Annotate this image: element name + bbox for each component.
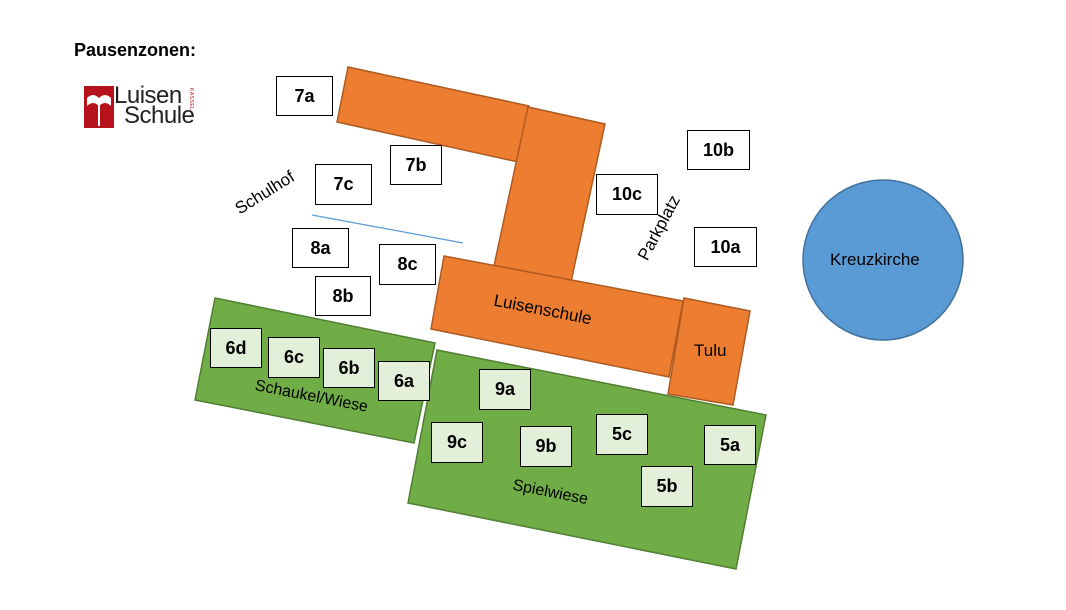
label-tulu: Tulu xyxy=(694,341,727,360)
class-box-10c: 10c xyxy=(596,174,658,215)
class-box-5b: 5b xyxy=(641,466,693,507)
class-box-6c: 6c xyxy=(268,337,320,378)
class-box-7c: 7c xyxy=(315,164,372,205)
class-box-9c: 9c xyxy=(431,422,483,463)
class-box-10b: 10b xyxy=(687,130,750,170)
class-box-9a: 9a xyxy=(479,369,531,410)
page-title: Pausenzonen: xyxy=(74,40,197,60)
building-tulu xyxy=(667,297,751,406)
building-luisenschule xyxy=(430,255,684,378)
schulhof-path-line xyxy=(311,214,464,244)
class-box-8c: 8c xyxy=(379,244,436,285)
class-box-8a: 8a xyxy=(292,228,349,268)
class-box-7a: 7a xyxy=(276,76,333,116)
class-box-7b: 7b xyxy=(390,145,442,185)
class-box-5c: 5c xyxy=(596,414,648,455)
class-box-8b: 8b xyxy=(315,276,371,316)
class-box-6d: 6d xyxy=(210,328,262,368)
logo-line2: Schule xyxy=(124,102,195,129)
class-box-9b: 9b xyxy=(520,426,572,467)
class-box-5a: 5a xyxy=(704,425,756,465)
class-box-6b: 6b xyxy=(323,348,375,388)
book-icon xyxy=(84,86,114,128)
kreuzkirche-circle xyxy=(802,179,964,341)
class-box-10a: 10a xyxy=(694,227,757,267)
label-kreuzkirche: Kreuzkirche xyxy=(830,250,920,269)
class-box-6a: 6a xyxy=(378,361,430,401)
school-logo: Luisen Schule KASSEL xyxy=(84,84,204,132)
logo-sub: KASSEL xyxy=(188,88,194,111)
logo-line1: Luisen xyxy=(114,82,182,109)
